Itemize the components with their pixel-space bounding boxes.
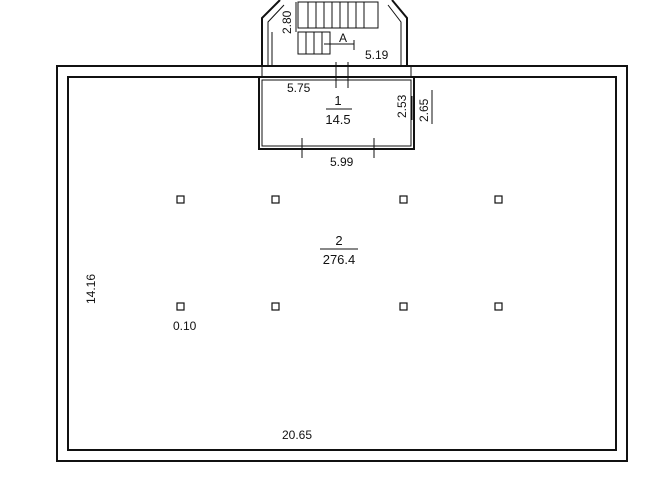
stair-treads-lower [297,31,331,55]
dim-stair-width: 5.19 [365,48,389,62]
columns [176,195,503,311]
dim-hall-width: 20.65 [282,428,312,442]
column [271,195,280,204]
dim-room1-bottom: 5.99 [330,155,354,169]
room-1-number: 1 [334,93,341,108]
column [494,195,503,204]
column [176,195,185,204]
stair-tower [261,0,408,66]
dim-room1-outer-height: 2.65 [417,98,431,122]
dim-column-size: 0.10 [173,319,197,333]
room-1-area: 14.5 [325,112,350,127]
dim-room1-top: 5.75 [287,81,311,95]
room-1-annex [258,62,415,158]
dim-room1-inner-height: 2.53 [395,94,409,118]
dim-stair-label: A [339,31,347,45]
column [399,195,408,204]
column [399,302,408,311]
column [494,302,503,311]
room-2-number: 2 [335,233,342,248]
stair-treads-upper [297,1,379,29]
room-2-area: 276.4 [323,252,356,267]
column [176,302,185,311]
column [271,302,280,311]
dimension-lines [295,2,433,124]
dim-hall-height: 14.16 [84,274,98,304]
dim-stair-height: 2.80 [280,10,294,34]
